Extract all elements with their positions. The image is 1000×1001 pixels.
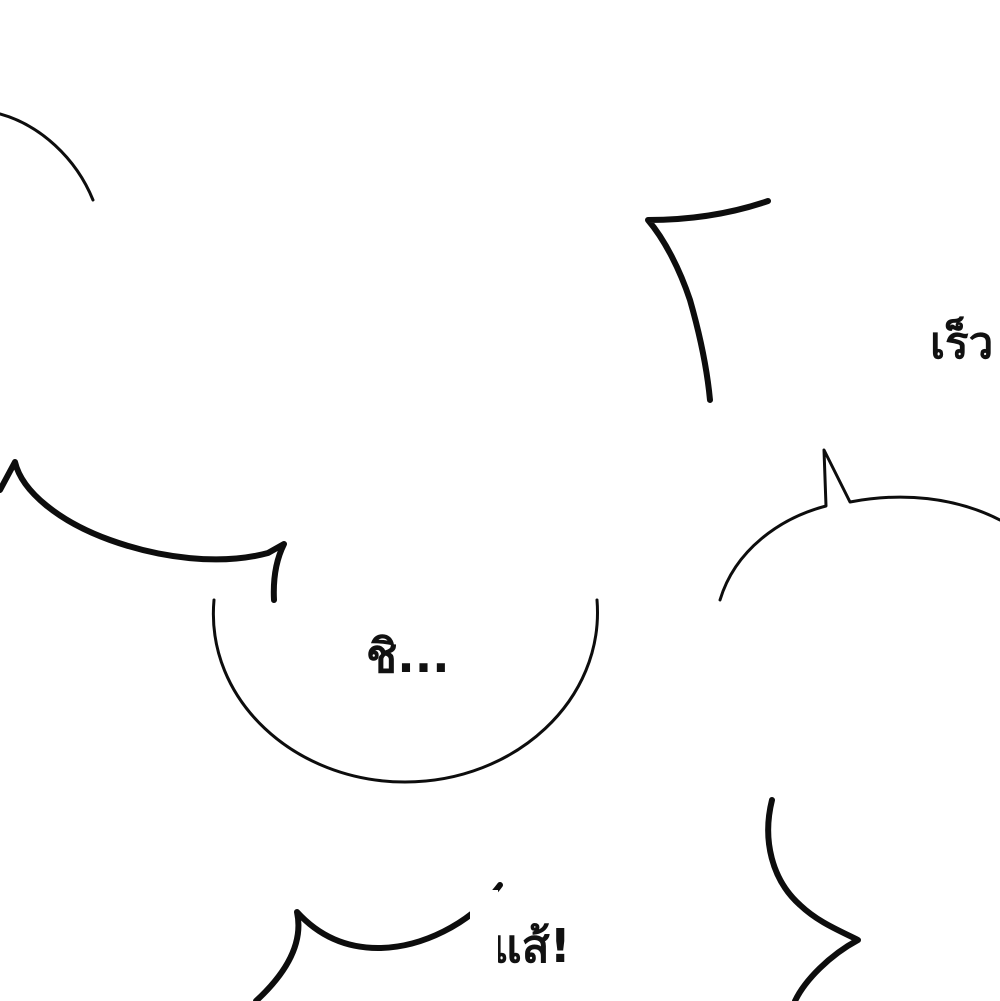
tile-top-left (0, 112, 95, 202)
tile-upper-right: เร็ว (645, 198, 993, 403)
tile-cut-mask (470, 890, 498, 1001)
bubble-text-center: ชิ... (366, 629, 450, 683)
speech-bubble-oval (211, 598, 599, 784)
bubble-text-top-right: เร็ว (930, 316, 993, 369)
tile-bottom-right (765, 797, 861, 1001)
bubble-text-bottom: แส้! (492, 919, 571, 973)
tile-bottom-left: แส้! (253, 882, 571, 1001)
speech-bubble-outline-bottom-right (765, 797, 861, 1001)
speech-bubble-outline-middle-left (0, 459, 287, 603)
tile-middle-right (718, 448, 1000, 602)
speech-bubble-outline-upper-right (645, 198, 771, 403)
speech-bubble-outline-middle-right (718, 448, 1000, 602)
speech-bubble-outline-top-left (0, 112, 95, 202)
tile-center: ชิ... (211, 598, 599, 784)
tile-middle-left (0, 459, 287, 603)
speech-bubble-outline-bottom-left (253, 882, 503, 1001)
